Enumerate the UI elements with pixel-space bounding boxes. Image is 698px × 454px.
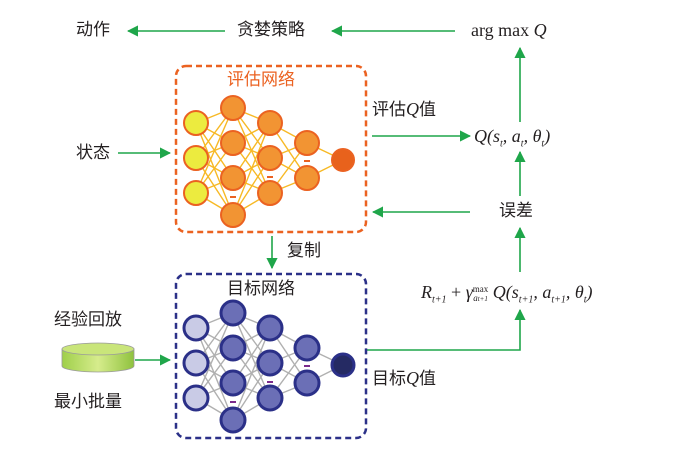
ellipsis-mark — [267, 381, 273, 383]
t-a: a — [542, 282, 552, 302]
t-theta: θ — [574, 282, 584, 302]
target-net-title: 目标网络 — [227, 279, 295, 299]
hidden-node — [219, 334, 247, 362]
network-edge — [195, 107, 234, 194]
t-s: s — [511, 282, 519, 302]
q-eval-formula: Q(st, at, θt) — [474, 127, 550, 150]
target-q-suffix: 值 — [419, 369, 436, 389]
f-theta-sub: t — [541, 138, 545, 150]
eval-net-box — [174, 64, 368, 234]
hidden-node — [294, 130, 320, 156]
minibatch-label: 最小批量 — [54, 392, 122, 412]
t-r-sub: t+1 — [432, 294, 447, 306]
network-edge — [232, 327, 271, 421]
target-q-prefix: 目标 — [372, 369, 406, 389]
ellipsis-mark — [230, 196, 236, 198]
eval-q-suffix: 值 — [419, 100, 436, 120]
f-c2: , — [523, 126, 533, 146]
output-node — [330, 352, 356, 378]
error-label: 误差 — [499, 201, 533, 221]
ellipsis-mark — [230, 401, 236, 403]
hidden-node — [256, 349, 284, 377]
input-node — [183, 110, 209, 136]
eval-q-q: Q — [406, 99, 419, 119]
argmax-text: arg max — [471, 20, 530, 40]
hidden-node — [256, 314, 284, 342]
replay-buffer-icon — [61, 342, 135, 373]
input-node — [182, 384, 210, 412]
f-a: a — [511, 126, 521, 146]
action-label: 动作 — [76, 20, 110, 40]
t-gamma: γ — [465, 282, 473, 302]
t-c2: , — [565, 282, 575, 302]
argmax-q: Q — [533, 20, 547, 40]
ellipsis-mark — [267, 176, 273, 178]
t-q: Q — [488, 282, 506, 302]
arrow-targetnet-to-formula — [366, 308, 526, 351]
t-s-sub: t+1 — [518, 294, 534, 306]
hidden-node — [220, 202, 246, 228]
network-edge — [232, 122, 271, 216]
hidden-node — [293, 334, 321, 362]
hidden-node — [220, 130, 246, 156]
hidden-node — [257, 145, 283, 171]
t-theta-sub: t — [583, 294, 587, 306]
target-q-q: Q — [406, 368, 419, 388]
eval-net-title: 评估网络 — [227, 70, 295, 90]
eval-network — [183, 95, 355, 228]
hidden-node — [219, 406, 247, 434]
t-max-sub: at+1 — [473, 292, 489, 303]
hidden-node — [220, 95, 246, 121]
hidden-node — [293, 369, 321, 397]
eval-q-prefix: 评估 — [372, 100, 406, 120]
hidden-node — [294, 165, 320, 191]
hidden-node — [219, 369, 247, 397]
t-max-sub-a: a — [473, 292, 478, 303]
output-node — [331, 148, 355, 172]
t-open: ( — [505, 282, 512, 302]
t-r: R — [421, 282, 432, 302]
f-theta: θ — [532, 126, 542, 146]
f-q: Q — [474, 126, 487, 146]
target-network — [182, 299, 356, 434]
copy-label: 复制 — [287, 241, 321, 261]
f-s: s — [493, 126, 501, 146]
hidden-node — [257, 180, 283, 206]
network-edge — [195, 312, 234, 399]
f-c1: , — [502, 126, 512, 146]
hidden-node — [257, 110, 283, 136]
target-net-box — [174, 272, 368, 440]
input-node — [182, 349, 210, 377]
hidden-node — [256, 384, 284, 412]
input-node — [183, 145, 209, 171]
hidden-node — [220, 165, 246, 191]
f-a-sub: t — [520, 138, 524, 150]
t-plus: + — [446, 282, 466, 302]
hidden-node — [219, 299, 247, 327]
state-label: 状态 — [76, 143, 110, 163]
t-c1: , — [533, 282, 543, 302]
eval-q-label: 评估Q值 — [372, 100, 436, 119]
input-node — [182, 314, 210, 342]
t-close: ) — [586, 282, 593, 302]
input-node — [183, 180, 209, 206]
ellipsis-mark — [304, 160, 310, 162]
argmax-label: arg max Q — [471, 21, 547, 39]
ellipsis-mark — [304, 365, 310, 367]
t-max-sup: max — [472, 283, 489, 294]
replay-label: 经验回放 — [54, 310, 122, 330]
greedy-policy-label: 贪婪策略 — [237, 20, 305, 40]
f-close: ) — [544, 126, 551, 146]
f-open: ( — [487, 126, 493, 146]
t-max-sub-sub: t+1 — [477, 294, 488, 303]
target-q-label: 目标Q值 — [372, 369, 436, 388]
t-a-sub: t+1 — [551, 294, 566, 306]
f-s-sub: t — [500, 138, 503, 150]
